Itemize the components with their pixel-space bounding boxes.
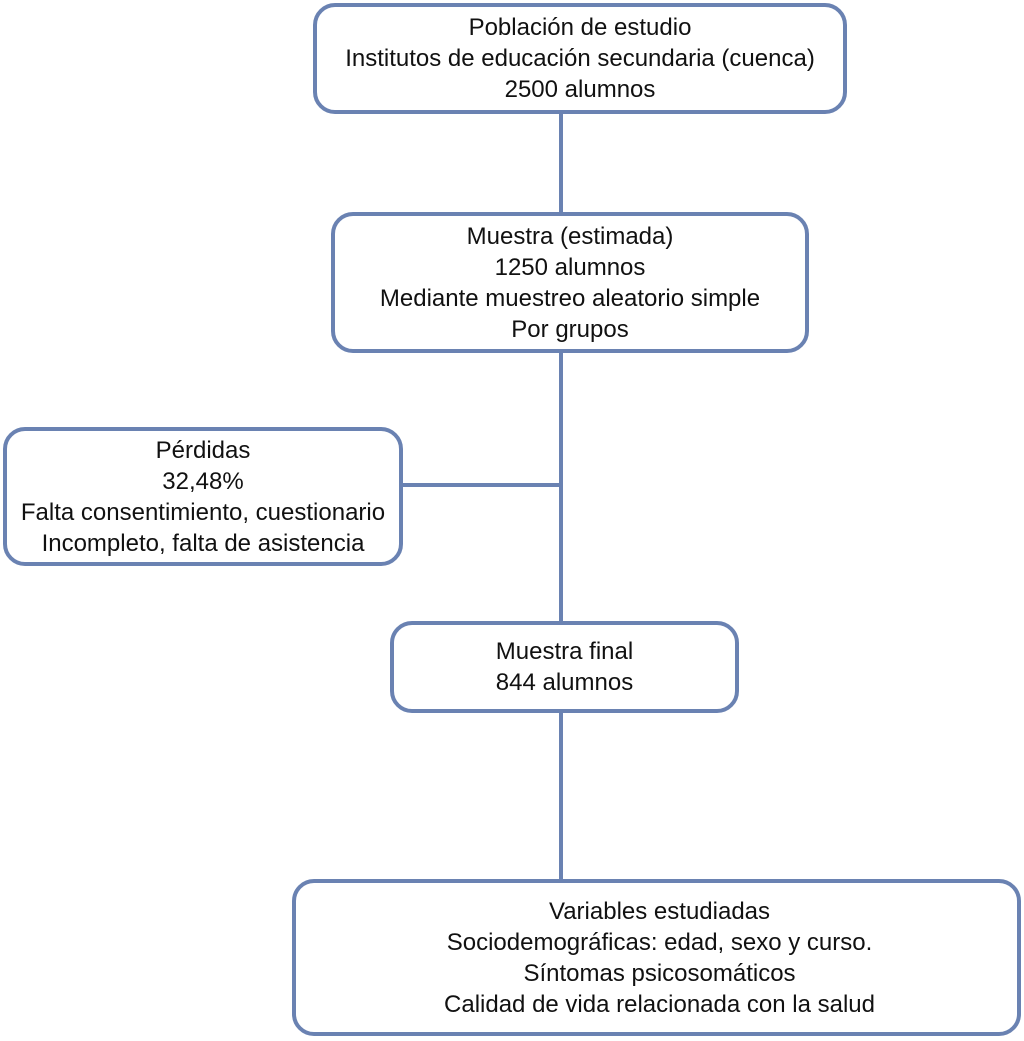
node-title: Muestra (estimada) — [466, 222, 674, 250]
node-title: Pérdidas — [155, 436, 251, 464]
node-title: Variables estudiadas — [548, 897, 771, 925]
node-text: Calidad de vida relacionada con la salud — [444, 990, 875, 1018]
node-text: 1250 alumnos — [494, 253, 646, 281]
node-text: 2500 alumnos — [504, 76, 656, 103]
node-text: Falta consentimiento, cuestionario — [20, 498, 386, 526]
node-text: Sociodemográficas: edad, sexo y curso. — [446, 928, 873, 956]
node-text: Incompleto, falta de asistencia — [41, 529, 365, 557]
node-poblacion-de-estudio: Población de estudio Institutos de educa… — [313, 3, 847, 114]
node-muestra-final: Muestra final 844 alumnos — [390, 621, 739, 713]
node-variables-estudiadas: Variables estudiadas Sociodemográficas: … — [292, 879, 1021, 1036]
node-text: Por grupos — [511, 315, 629, 343]
node-text: Institutos de educación secundaria (cuen… — [345, 45, 815, 72]
node-text: Síntomas psicosomáticos — [523, 959, 796, 987]
node-text: Mediante muestreo aleatorio simple — [379, 284, 761, 312]
node-title: Muestra final — [495, 638, 634, 665]
node-title: Población de estudio — [468, 14, 692, 41]
node-text: 32,48% — [162, 467, 244, 495]
node-muestra-estimada: Muestra (estimada) 1250 alumnos Mediante… — [331, 212, 809, 353]
node-text: 844 alumnos — [495, 669, 634, 696]
node-perdidas: Pérdidas 32,48% Falta consentimiento, cu… — [3, 427, 403, 566]
